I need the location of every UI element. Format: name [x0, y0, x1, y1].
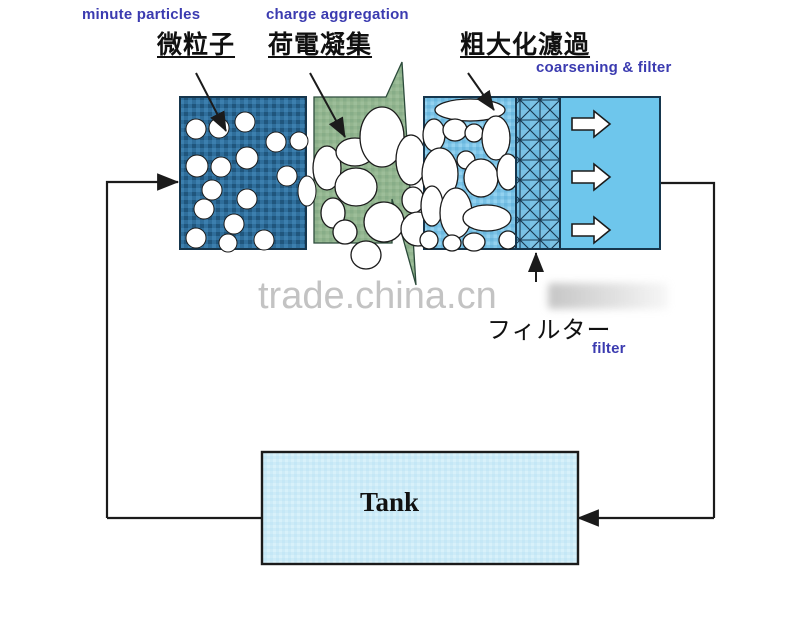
- outlet-pipe: [660, 181, 716, 518]
- callout-leaders: [195, 72, 544, 282]
- label-minute-particles-en: minute particles: [82, 6, 201, 23]
- recirculation-piping: [105, 173, 716, 527]
- inlet-pipe: [105, 173, 180, 518]
- watermark-smudge: [548, 283, 668, 309]
- tank-box: [260, 450, 580, 566]
- flow-arrow-2: [571, 162, 612, 192]
- label-coarsening-filter-en: coarsening & filter: [536, 59, 672, 76]
- flow-arrow-1: [571, 109, 612, 139]
- aggregated-particles-green: [312, 106, 436, 270]
- label-charge-aggregation-en: charge aggregation: [266, 6, 409, 23]
- label-filter-jp: フィルター: [487, 316, 612, 344]
- label-coarsening-filter-jp: 粗大化濾過: [460, 30, 591, 59]
- label-charge-aggregation-jp: 荷電凝集: [268, 30, 373, 59]
- site-watermark: trade.china.cn: [258, 275, 497, 317]
- flow-arrow-3: [571, 215, 612, 245]
- coarsened-particles: [419, 98, 520, 252]
- flow-arrows: [571, 109, 612, 245]
- leader-coarsening: [467, 72, 495, 111]
- minute-particles: [185, 111, 317, 253]
- minute-particles-chamber: [179, 96, 317, 253]
- label-filter-en: filter: [592, 340, 626, 357]
- charge-aggregation-funnel: [312, 61, 436, 286]
- filter-mesh: [515, 96, 561, 250]
- label-minute-particles-jp: 微粒子: [157, 30, 236, 59]
- tank-label: Tank: [360, 487, 420, 517]
- outlet-chamber: [559, 96, 661, 250]
- coarsening-filter-chamber: [419, 96, 520, 252]
- leader-charge-aggregation: [309, 72, 346, 138]
- leader-minute-particles: [195, 72, 227, 132]
